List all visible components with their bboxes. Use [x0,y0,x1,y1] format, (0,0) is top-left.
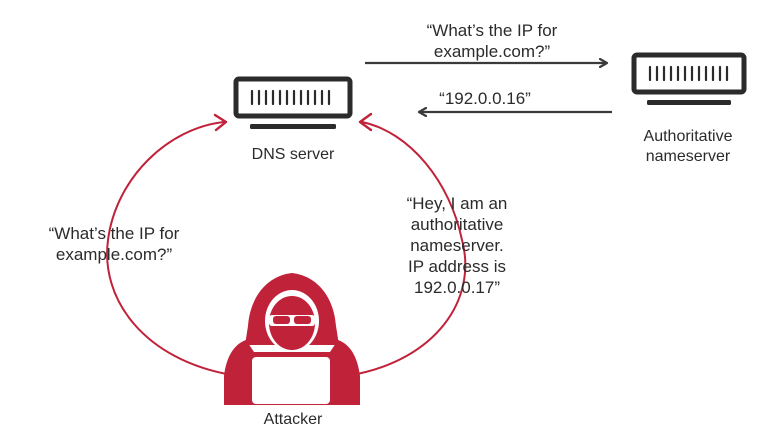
spoof-line-3: nameserver. [410,236,504,255]
attacker-label: Attacker [263,411,323,428]
query-left-line-1: “What’s the IP for [48,224,180,243]
dns-server-label: DNS server [251,146,335,163]
spoof-line-2: authoritative [410,215,504,234]
dns-server-icon [233,76,353,129]
spoof-line-4: IP address is [408,257,506,276]
spoofed-response-message: “Hey, I am an authoritative nameserver. … [393,193,521,298]
attacker-spoof-arc [351,121,467,376]
attacker-spoof-arrowhead [358,112,373,132]
query-message-top: “What’s the IP for example.com?” [402,20,582,62]
attacker-query-arc [106,121,233,376]
attacker-query-arrowhead [213,113,228,132]
authoritative-label-line-2: nameserver [645,148,731,165]
attacker-icon [224,273,360,405]
spoof-line-1: “Hey, I am an [406,194,508,213]
spoof-line-5: 192.0.0.17” [413,278,500,297]
authoritative-label-line-1: Authoritative [643,128,733,145]
query-top-line-2: example.com?” [433,42,551,61]
response-message-top: “192.0.0.16” [439,89,531,108]
authoritative-server-icon [631,52,747,105]
query-top-line-1: “What’s the IP for [426,21,558,40]
query-message-left: “What’s the IP for example.com?” [33,223,195,265]
query-left-line-2: example.com?” [55,245,173,264]
authoritative-nameserver-label: Authoritative nameserver [608,127,768,167]
